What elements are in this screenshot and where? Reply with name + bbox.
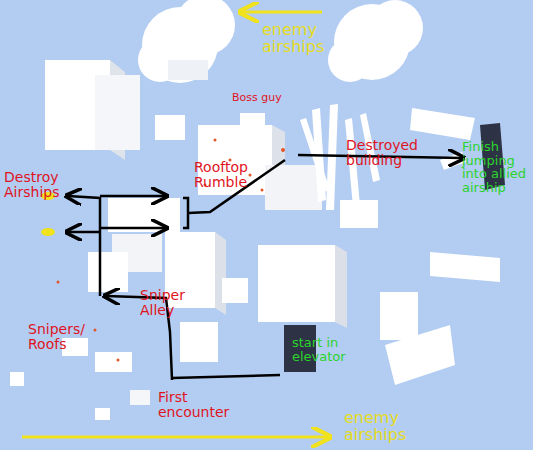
start-note: start in elevator <box>292 336 370 363</box>
airship-note: enemy airships <box>344 410 454 444</box>
area-note: Destroyed building <box>346 138 444 167</box>
airship-note: enemy airships <box>262 22 372 56</box>
player-route <box>68 155 462 380</box>
area-note: Sniper Alley <box>140 288 210 317</box>
finish-note: Finish jumping into allied airship <box>462 140 528 195</box>
airship-direction <box>22 12 328 437</box>
area-note: First encounter <box>158 390 258 419</box>
area-note: Snipers/ Roofs <box>28 322 106 351</box>
boss-note: Boss guy <box>232 92 312 104</box>
buildings <box>10 60 500 420</box>
area-note: Rooftop Rumble <box>194 160 266 189</box>
objective-note: Destroy Airships <box>4 170 76 199</box>
clouds <box>138 0 423 83</box>
